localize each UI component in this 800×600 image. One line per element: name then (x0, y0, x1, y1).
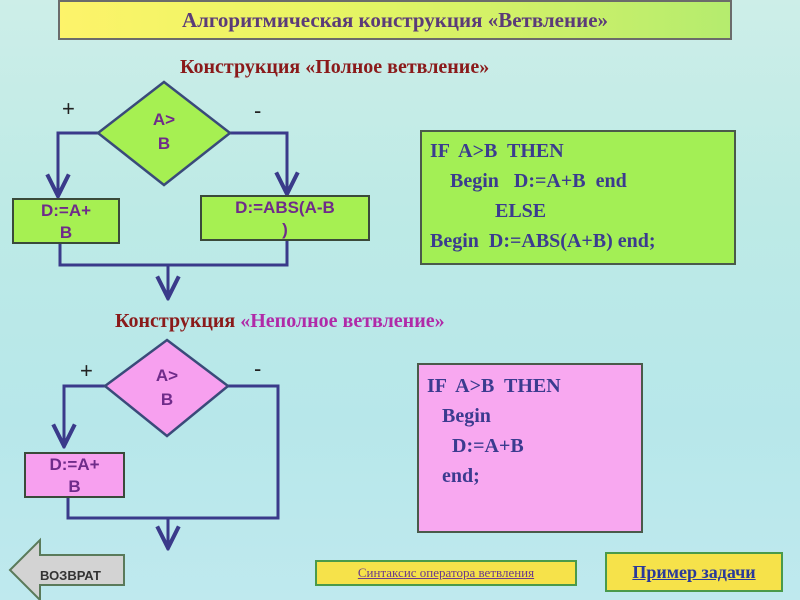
partial-condition-text: A> B (135, 364, 199, 412)
full-no-sign: - (254, 98, 262, 123)
full-yes-action-line2: B (59, 223, 73, 242)
return-arrow-shape (8, 537, 125, 600)
full-code-line: ELSE (430, 200, 547, 222)
full-yes-action-line1: D:=A+ (40, 201, 92, 220)
partial-yes-sign: + (80, 358, 93, 383)
full-branch-heading-quote: «Полное ветвление» (305, 56, 490, 78)
full-yes-out-connector (58, 243, 168, 267)
partial-code-line: IF A>B THEN (427, 375, 561, 397)
full-condition-line2: B (157, 134, 171, 153)
partial-code-line: Begin (427, 405, 491, 427)
full-code-line: Begin D:=A+B end (430, 170, 627, 192)
partial-yes-action-box: D:=A+ B (24, 452, 125, 498)
partial-condition-line1: A> (155, 366, 179, 385)
page-title: Алгоритмическая конструкция «Ветвление» (181, 7, 609, 32)
partial-branch-code: IF A>B THEN Begin D:=A+B end; (417, 363, 643, 533)
partial-branch-heading-quote: «Неполное ветвление» (240, 310, 445, 332)
return-button[interactable]: ВОЗВРАТ (10, 540, 126, 600)
full-branch-code: IF A>B THEN Begin D:=A+B end ELSE Begin … (420, 130, 736, 265)
return-button-label: ВОЗВРАТ (40, 568, 101, 583)
full-no-action-line1: D:=ABS(A-B (235, 198, 335, 217)
syntax-link-label: Синтаксис оператора ветвления (357, 565, 535, 580)
partial-yes-connector (64, 384, 105, 446)
full-no-out-connector (168, 241, 289, 267)
full-no-action-box: D:=ABS(A-B ) (200, 195, 370, 241)
full-branch-heading: Конструкция «Полное ветвление» (180, 56, 489, 79)
full-no-action-line2: ) (282, 220, 288, 239)
partial-yes-action-line1: D:=A+ (49, 455, 100, 474)
partial-condition-line2: B (160, 390, 174, 409)
partial-condition-diamond (102, 338, 231, 438)
full-branch-heading-prefix: Конструкция (180, 56, 301, 78)
partial-yes-action-line2: B (68, 477, 81, 496)
partial-code-line: end; (427, 465, 480, 487)
partial-code-line: D:=A+B (427, 435, 524, 457)
partial-branch-heading-prefix: Конструкция (115, 310, 236, 332)
full-yes-connector (58, 131, 98, 196)
example-task-label: Пример задачи (632, 561, 756, 582)
title-banner: Алгоритмическая конструкция «Ветвление» (58, 0, 732, 40)
full-code-line: Begin D:=ABS(A+B) end; (430, 230, 656, 252)
full-condition-line1: A> (152, 110, 176, 129)
partial-no-connector (168, 384, 280, 520)
full-yes-action-box: D:=A+ B (12, 198, 120, 244)
full-yes-sign: + (62, 96, 75, 121)
partial-no-sign: - (254, 356, 262, 381)
partial-branch-heading: Конструкция «Неполное ветвление» (115, 310, 445, 333)
full-condition-diamond (95, 80, 233, 187)
full-no-connector (230, 131, 287, 194)
syntax-link-button[interactable]: Синтаксис оператора ветвления (315, 560, 577, 586)
example-task-button[interactable]: Пример задачи (605, 552, 783, 592)
partial-yes-out-connector (66, 498, 168, 520)
full-condition-text: A> B (132, 108, 196, 156)
full-code-line: IF A>B THEN (430, 140, 564, 162)
